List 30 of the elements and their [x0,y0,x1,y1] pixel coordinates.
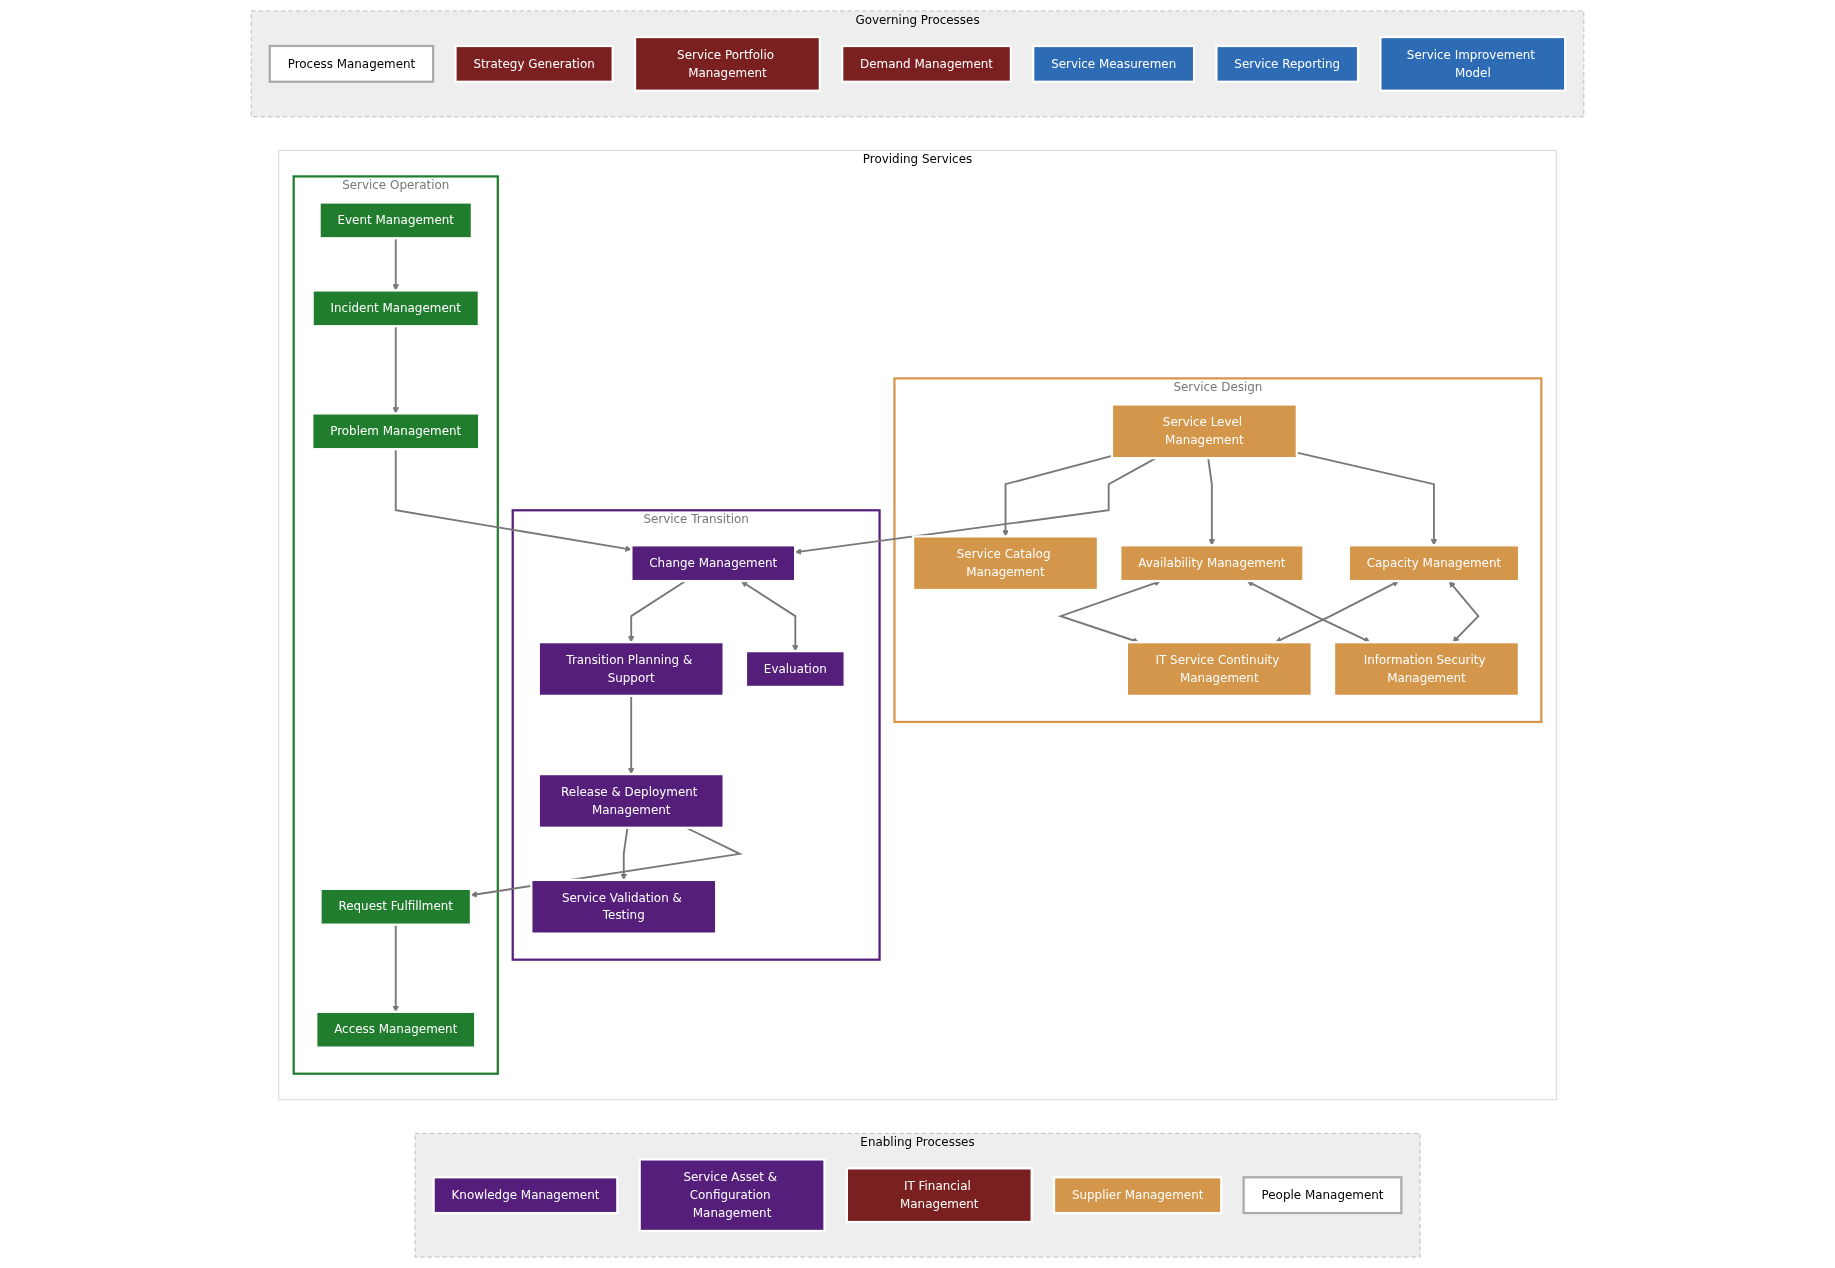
node-box: Service Measuremen [1032,44,1196,83]
node-box: Availability Management [1119,544,1305,583]
node-box: Service Improvement Model [1379,35,1567,92]
node-box: Service Asset & Configuration Management [638,1158,826,1233]
node-box: Problem Management [311,412,481,451]
node-box: Release & Deployment Management [537,773,725,829]
node-box: Change Management [630,544,797,583]
node-box: Access Management [315,1010,477,1049]
node-box: People Management [1242,1176,1403,1215]
node-box: Service Reporting [1215,44,1360,83]
arrow [1002,454,1113,537]
node-box: Supplier Management [1052,1176,1223,1215]
node-box: IT Financial Management [845,1167,1033,1224]
node-box: Evaluation [744,650,846,689]
node-box: Service Catalog Management [912,535,1100,592]
arrow [1448,581,1480,643]
node-box: Service Level Management [1110,403,1298,460]
node-box: Capacity Management [1347,544,1521,583]
node-box: Demand Management [841,44,1012,83]
node-box: Incident Management [311,289,480,328]
node-box: Knowledge Management [432,1176,619,1215]
node-box: Strategy Generation [454,44,614,83]
node-box: Service Validation & Testing [530,878,718,935]
node-box: Information Security Management [1332,641,1520,697]
node-box: Event Management [318,201,473,240]
node-box: Process Management [268,44,435,83]
node-box: Transition Planning & Support [537,641,725,697]
node-box: IT Service Continuity Management [1125,641,1313,697]
node-box: Service Portfolio Management [633,35,821,92]
node-box: Request Fulfillment [319,887,473,926]
